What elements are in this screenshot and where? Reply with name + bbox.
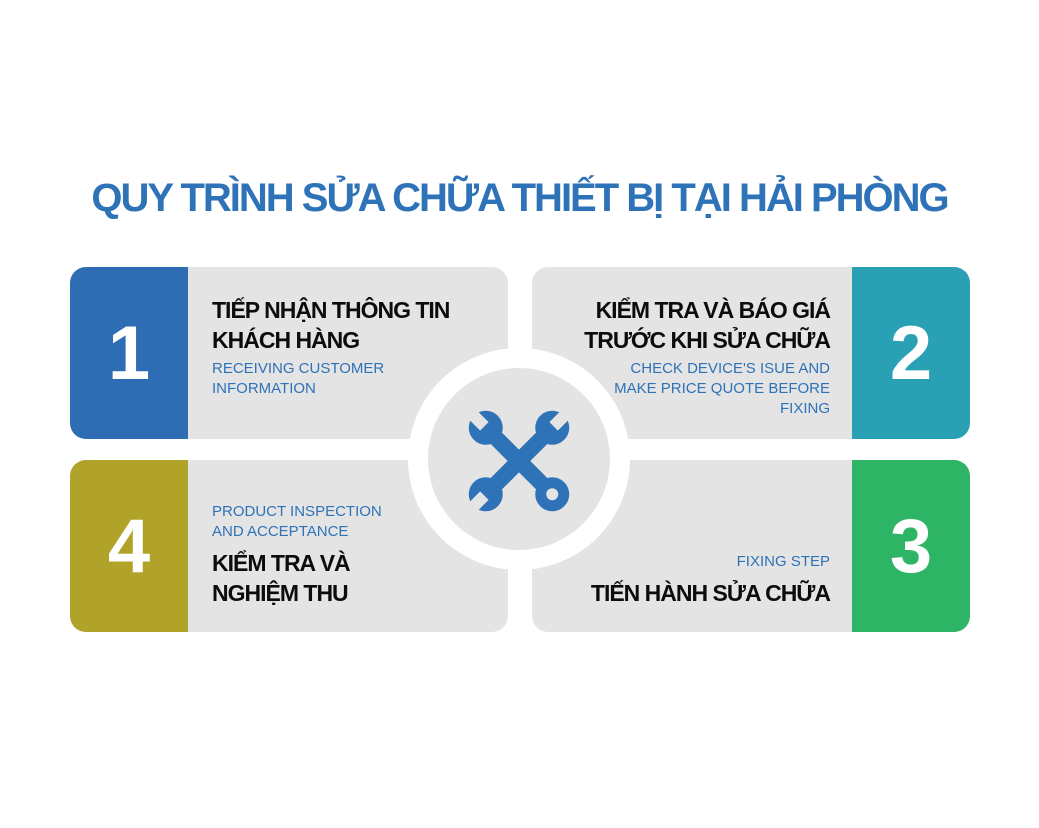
step-subtitle-3-line1: FIXING STEP [736, 553, 830, 570]
step-text-1: TIẾP NHẬN THÔNG TIN KHÁCH HÀNG RECEIVING… [212, 295, 450, 399]
step-card-4: 4 PRODUCT INSPECTION AND ACCEPTANCE KIỂM… [70, 460, 508, 632]
step-card-2: 2 KIỂM TRA VÀ BÁO GIÁ TRƯỚC KHI SỬA CHỮA… [532, 267, 970, 439]
step-subtitle-2-line2: MAKE PRICE QUOTE BEFORE [614, 380, 830, 397]
step-number-1: 1 [70, 267, 188, 439]
step-number-3: 3 [852, 460, 970, 632]
step-title-4-line2: NGHIỆM THU [212, 580, 349, 606]
step-title-3-line1: TIẾN HÀNH SỬA CHỮA [590, 580, 831, 606]
step-subtitle-2-line3: FIXING [779, 400, 830, 417]
wrench-cross-icon [468, 410, 570, 512]
step-card-1: 1 TIẾP NHẬN THÔNG TIN KHÁCH HÀNG RECEIVI… [70, 267, 508, 439]
step-subtitle-1-line2: INFORMATION [212, 380, 316, 397]
step-text-4: PRODUCT INSPECTION AND ACCEPTANCE KIỂM T… [212, 502, 382, 608]
step-number-2: 2 [852, 267, 970, 439]
step-title-1-line1: TIẾP NHẬN THÔNG TIN [212, 297, 450, 323]
step-text-2: KIỂM TRA VÀ BÁO GIÁ TRƯỚC KHI SỬA CHỮA C… [584, 295, 831, 419]
step-text-3: FIXING STEP TIẾN HÀNH SỬA CHỮA [590, 552, 831, 608]
step-subtitle-2-line1: CHECK DEVICE'S ISUE AND [630, 360, 830, 377]
step-title-2-line2: TRƯỚC KHI SỬA CHỮA [584, 327, 831, 353]
step-title-4-line1: KIỂM TRA VÀ [212, 550, 351, 576]
step-number-4: 4 [70, 460, 188, 632]
step-subtitle-1-line1: RECEIVING CUSTOMER [212, 360, 385, 377]
page-title: QUY TRÌNH SỬA CHỮA THIẾT BỊ TẠI HẢI PHÒN… [91, 176, 949, 220]
step-title-2-line1: KIỂM TRA VÀ BÁO GIÁ [595, 297, 831, 323]
step-title-1-line2: KHÁCH HÀNG [212, 327, 360, 353]
step-subtitle-4-line2: AND ACCEPTANCE [212, 523, 349, 540]
step-subtitle-4-line1: PRODUCT INSPECTION [212, 503, 382, 520]
